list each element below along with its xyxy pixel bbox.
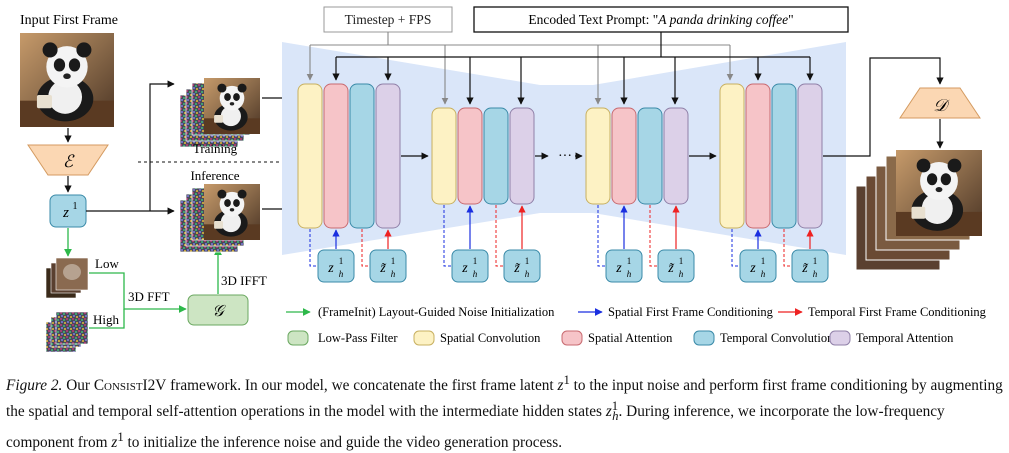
unet-background <box>282 42 846 255</box>
svg-text:h: h <box>627 269 632 279</box>
legend-spatial-cond: Spatial First Frame Conditioning <box>608 305 774 319</box>
svg-text:h: h <box>473 269 478 279</box>
legend-temporal-cond: Temporal First Frame Conditioning <box>808 305 987 319</box>
svg-text:h: h <box>761 269 766 279</box>
hidden-state-zh-tilde-3: z̃ 1 h <box>657 249 695 283</box>
high-label: High <box>93 312 120 327</box>
svg-text:z̃: z̃ <box>513 261 520 276</box>
caption-framework-name: ConsistI2V <box>93 377 167 395</box>
training-label: Training <box>193 141 238 156</box>
conditioning-arrows <box>309 205 814 267</box>
hidden-state-zh-tilde-1: z̃ 1 h <box>369 249 407 283</box>
timestep-lines <box>306 32 734 105</box>
svg-text:z̃: z̃ <box>379 261 386 276</box>
hidden-state-zh-2: z 1 h <box>451 249 489 283</box>
svg-text:1: 1 <box>525 256 530 266</box>
legend-spatial-conv: Spatial Convolution <box>440 331 541 345</box>
training-noise-stack <box>179 78 260 148</box>
unet-block-3 <box>585 107 689 205</box>
legend-lowpass: Low-Pass Filter <box>318 331 398 345</box>
svg-text:z: z <box>62 205 69 221</box>
svg-text:1: 1 <box>761 256 766 266</box>
svg-text:1: 1 <box>73 201 78 212</box>
legend-temporal-conv: Temporal Convolution <box>720 331 834 345</box>
high-frequency-stack <box>45 311 89 353</box>
svg-text:1: 1 <box>813 256 818 266</box>
input-frame-image <box>20 33 114 127</box>
ifft-label: 3D IFFT <box>221 273 267 288</box>
framework-figure: Input First Frame ℰ z 1 Low High 3D FFT … <box>20 6 987 353</box>
svg-text:h: h <box>525 269 530 279</box>
hidden-state-zh-tilde-2: z̃ 1 h <box>503 249 541 283</box>
inference-label: Inference <box>190 168 239 183</box>
legend-frameinit: (FrameInit) Layout-Guided Noise Initiali… <box>318 305 555 319</box>
svg-text:1: 1 <box>339 256 344 266</box>
unet-block-4 <box>719 83 823 229</box>
encoder: ℰ <box>27 144 109 176</box>
lowpass-symbol: 𝒢 <box>212 303 226 320</box>
hidden-state-zh-3: z 1 h <box>605 249 643 283</box>
svg-text:h: h <box>679 269 684 279</box>
svg-text:Encoded Text Prompt: "A panda: Encoded Text Prompt: "A panda drinking c… <box>528 12 793 27</box>
legend: (FrameInit) Layout-Guided Noise Initiali… <box>286 305 987 346</box>
hidden-state-zh-tilde-4: z̃ 1 h <box>791 249 829 283</box>
svg-text:z̃: z̃ <box>801 261 808 276</box>
caption-figure-no: Figure 2. <box>6 377 63 395</box>
input-first-frame-label: Input First Frame <box>20 13 118 28</box>
output-video-stack <box>855 150 982 271</box>
svg-text:1: 1 <box>679 256 684 266</box>
inference-noise-stack <box>179 184 260 253</box>
fft-label: 3D FFT <box>128 289 170 304</box>
prompt-lines <box>332 32 814 105</box>
encoder-symbol: ℰ <box>63 152 75 171</box>
svg-text:h: h <box>391 269 396 279</box>
unet-block-1 <box>297 83 401 229</box>
low-frequency-stack <box>45 257 89 299</box>
decoder-symbol: 𝒟 <box>933 96 950 115</box>
svg-text:1: 1 <box>627 256 632 266</box>
svg-text:1: 1 <box>391 256 396 266</box>
svg-text:1: 1 <box>473 256 478 266</box>
low-pass-filter: 𝒢 <box>187 294 249 326</box>
ellipsis: ··· <box>558 149 572 164</box>
svg-text:z: z <box>615 261 622 276</box>
decoder: 𝒟 <box>899 87 981 119</box>
text-prompt-box: Encoded Text Prompt: "A panda drinking c… <box>473 6 849 33</box>
svg-text:z̃: z̃ <box>667 261 674 276</box>
svg-text:h: h <box>339 269 344 279</box>
hidden-state-zh-1: z 1 h <box>317 249 355 283</box>
svg-text:h: h <box>813 269 818 279</box>
svg-text:Timestep + FPS: Timestep + FPS <box>345 12 432 27</box>
figure-caption: Figure 2. Our ConsistI2V framework. In o… <box>6 373 1003 452</box>
unet-block-2 <box>431 107 535 205</box>
svg-text:z: z <box>749 261 756 276</box>
hidden-state-zh-4: z 1 h <box>739 249 777 283</box>
legend-temporal-attn: Temporal Attention <box>856 331 954 345</box>
latent-z1: z 1 <box>49 194 87 228</box>
low-label: Low <box>95 256 119 271</box>
timestep-fps-box: Timestep + FPS <box>323 6 453 33</box>
svg-text:z: z <box>327 261 334 276</box>
legend-spatial-attn: Spatial Attention <box>588 331 673 345</box>
svg-text:z: z <box>461 261 468 276</box>
